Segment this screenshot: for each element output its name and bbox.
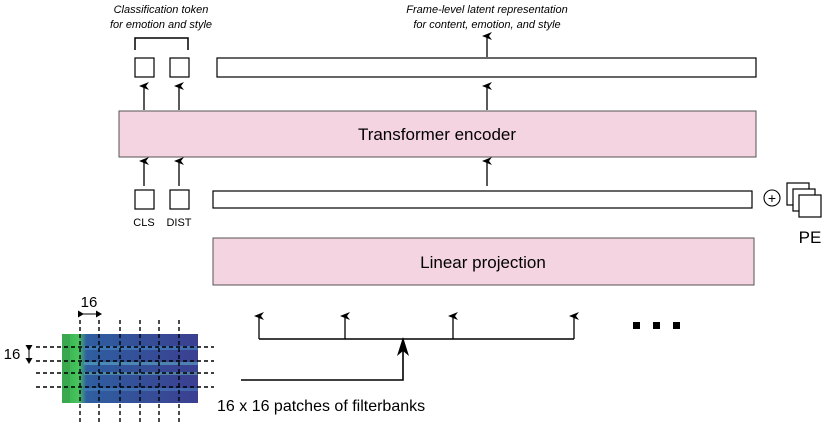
- transformer-encoder-label: Transformer encoder: [358, 125, 516, 144]
- patch-height-label: 16: [4, 346, 21, 363]
- pe-stack-icon: [786, 182, 822, 218]
- dist-label: DIST: [166, 217, 191, 229]
- input-cls-token: [134, 189, 155, 210]
- patch-width-label: 16: [81, 294, 98, 311]
- patches-caption: 16 x 16 patches of filterbanks: [217, 398, 425, 415]
- output-dist-token: [169, 57, 190, 78]
- input-sequence-bar: [212, 190, 753, 209]
- ellipsis-icon: [633, 322, 680, 329]
- cls-caption-line1: Classification token: [114, 4, 209, 16]
- transformer-encoder-block: [118, 110, 757, 158]
- linear-projection-block: [212, 237, 755, 286]
- output-cls-token: [134, 57, 155, 78]
- input-dist-token: [169, 189, 190, 210]
- cls-label: CLS: [133, 217, 154, 229]
- pe-label: PE: [799, 228, 822, 247]
- spectrogram-image: [62, 334, 198, 403]
- patch-distribution-tree: [241, 312, 579, 381]
- patch-grid-lines: [36, 320, 214, 424]
- plus-symbol: +: [768, 190, 776, 206]
- output-sequence-bar: [216, 57, 757, 78]
- linear-projection-label: Linear projection: [420, 253, 546, 272]
- frame-caption-line2: for content, emotion, and style: [413, 19, 560, 31]
- cls-caption-line2: for emotion and style: [110, 19, 212, 31]
- cls-bracket: [134, 37, 189, 50]
- frame-caption-line1: Frame-level latent representation: [406, 4, 567, 16]
- plus-circle: [763, 189, 781, 207]
